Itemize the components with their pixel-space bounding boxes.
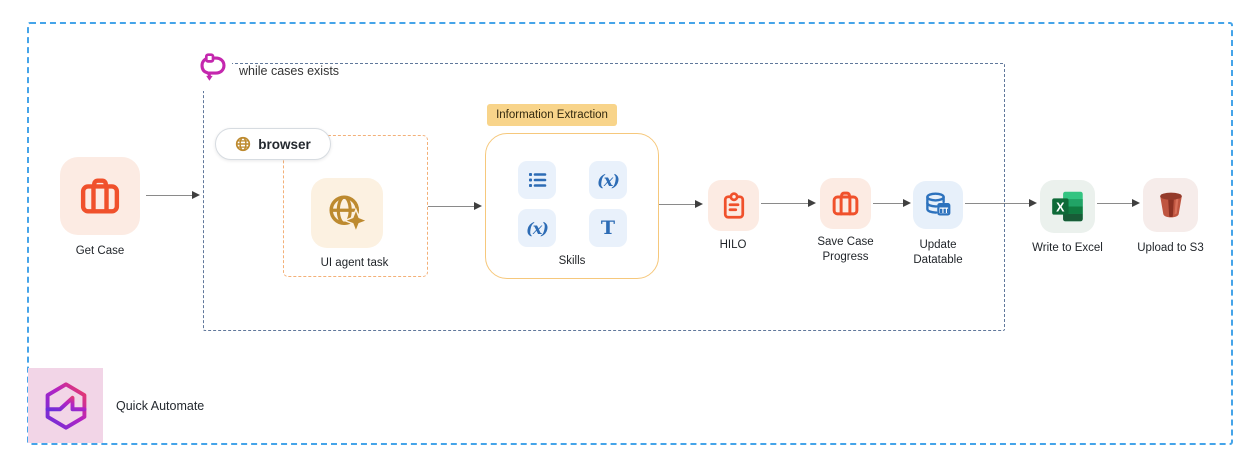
node-label-hilo: HILO — [719, 239, 747, 251]
node-label-ui-agent-task: UI agent task — [320, 257, 389, 269]
canvas-border — [27, 22, 1233, 445]
while-loop-label: while cases exists — [239, 64, 340, 78]
connector-arrow — [428, 202, 482, 210]
skills-group[interactable]: (x) (x) T Skills — [485, 133, 659, 279]
node-label-upload-to-s3: Upload to S3 — [1137, 242, 1204, 254]
browser-tag[interactable]: browser — [215, 128, 331, 160]
connector-arrow — [965, 199, 1037, 207]
globe-sparkle-icon — [325, 191, 369, 235]
variable-icon: (x) — [526, 218, 549, 238]
skill-text[interactable]: T — [589, 209, 627, 247]
brand-name: Quick Automate — [116, 399, 205, 413]
connector-arrow — [873, 199, 911, 207]
node-get-case[interactable] — [60, 157, 140, 235]
connector-arrow — [761, 199, 816, 207]
quick-automate-logo — [28, 368, 103, 443]
s3-bucket-icon — [1155, 189, 1187, 221]
node-hilo[interactable] — [708, 180, 759, 231]
node-label-save-case-progress: Save Case Progress — [817, 236, 874, 264]
globe-icon — [235, 136, 251, 152]
excel-icon: X — [1050, 189, 1086, 224]
ui-agent-group[interactable] — [283, 135, 428, 277]
node-save-case-progress[interactable] — [820, 178, 871, 229]
node-label-update-datatable: Update Datatable — [913, 239, 963, 267]
skill-variable[interactable]: (x) — [518, 209, 556, 247]
node-label-get-case: Get Case — [75, 245, 125, 257]
connector-arrow — [1097, 199, 1140, 207]
node-ui-agent-task[interactable] — [311, 178, 383, 248]
briefcase-icon — [77, 173, 123, 219]
connector-arrow — [659, 200, 703, 208]
while-loop-group[interactable] — [203, 63, 1005, 331]
connector-arrow — [146, 191, 200, 199]
node-write-to-excel[interactable]: X — [1040, 180, 1095, 233]
database-table-icon — [923, 190, 953, 220]
clipboard-icon — [719, 191, 749, 221]
node-upload-to-s3[interactable] — [1143, 178, 1198, 232]
skill-list[interactable] — [518, 161, 556, 199]
node-label-write-to-excel: Write to Excel — [1032, 242, 1103, 254]
node-update-datatable[interactable] — [913, 181, 963, 229]
text-icon: T — [600, 217, 616, 239]
variable-icon: (x) — [597, 170, 620, 190]
svg-text:X: X — [1056, 200, 1065, 214]
skill-variable[interactable]: (x) — [589, 161, 627, 199]
group-label-information-extraction: Information Extraction — [487, 104, 617, 126]
browser-tag-label: browser — [258, 136, 311, 152]
briefcase-icon — [830, 188, 861, 219]
loop-icon — [194, 47, 232, 91]
skills-group-label: Skills — [558, 255, 586, 267]
list-icon — [527, 170, 547, 190]
